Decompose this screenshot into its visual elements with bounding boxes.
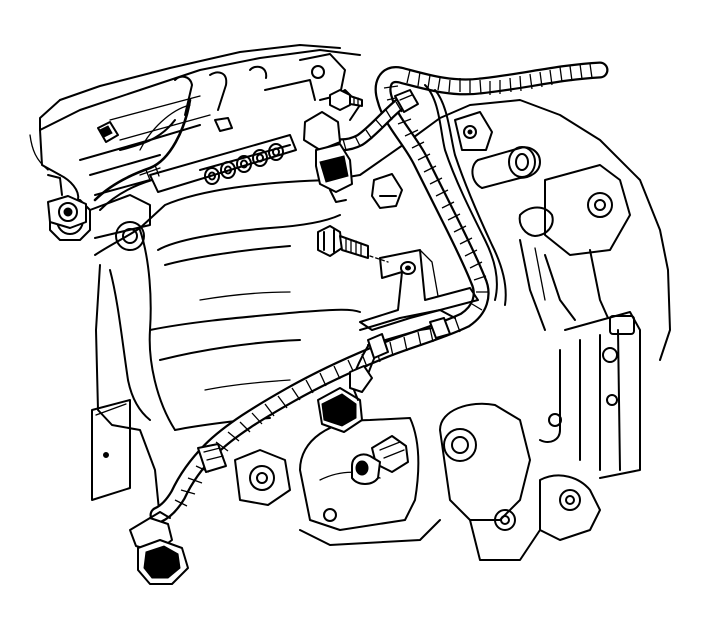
intake-manifold <box>29 44 361 251</box>
knock-sensor-center <box>351 435 409 485</box>
knock-sensor-upper <box>303 111 353 203</box>
harness-bracket <box>359 249 479 331</box>
wiring-harness <box>149 61 609 524</box>
bracket-stud <box>371 173 403 209</box>
fuel-injector-row <box>204 143 284 185</box>
manifold-sensor <box>47 195 87 229</box>
engine-block <box>91 99 671 561</box>
manifold-wires <box>93 98 233 211</box>
upper-bolt <box>329 89 363 111</box>
knock-sensor-lower <box>317 365 373 433</box>
harness-end-connector <box>129 511 189 585</box>
harness-top-clip <box>394 89 419 113</box>
mounting-bolt <box>317 225 389 263</box>
harness-tape-wraps <box>174 63 593 507</box>
